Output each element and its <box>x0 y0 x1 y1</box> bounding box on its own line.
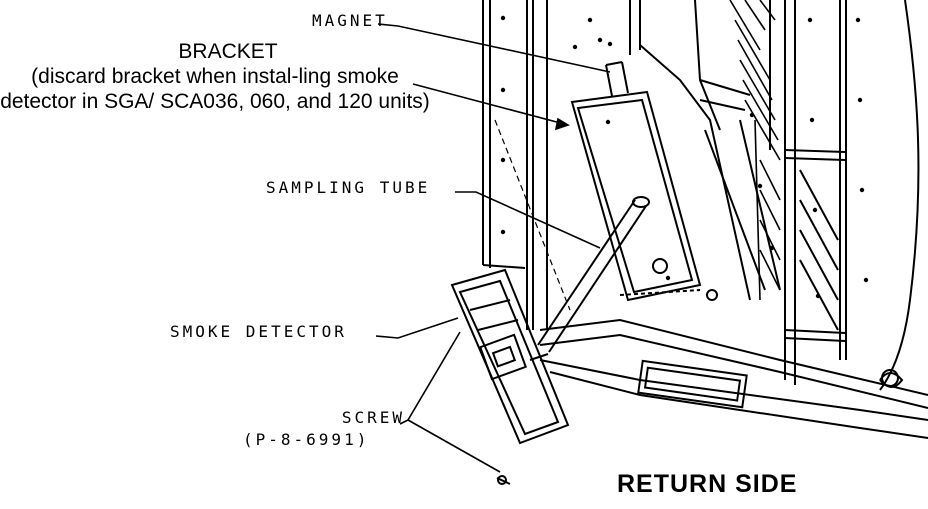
cabinet-left-panel <box>482 0 548 330</box>
duct-panel <box>629 0 781 301</box>
filter-rack <box>729 0 781 301</box>
leader-lines <box>375 23 611 473</box>
return-side-label: RETURN SIDE <box>617 470 798 498</box>
base-rail <box>539 318 928 439</box>
magnet-label: MAGNET <box>312 11 388 30</box>
sampling-tube <box>494 119 650 353</box>
bracket-label: BRACKET <box>178 40 278 63</box>
rivet-dots <box>500 15 869 299</box>
cabinet-right-frame <box>784 0 920 391</box>
screw-part-number: (P-8-6991) <box>243 430 370 449</box>
sampling-tube-label: SAMPLING TUBE <box>266 178 431 197</box>
smoke-detector <box>450 268 570 445</box>
smoke-detector-label: SMOKE DETECTOR <box>170 322 347 341</box>
bracket-note: (discard bracket when instal-ling smoke … <box>0 65 430 113</box>
bracket <box>570 61 718 302</box>
screw-label: SCREW <box>341 408 405 427</box>
screw <box>496 475 511 485</box>
